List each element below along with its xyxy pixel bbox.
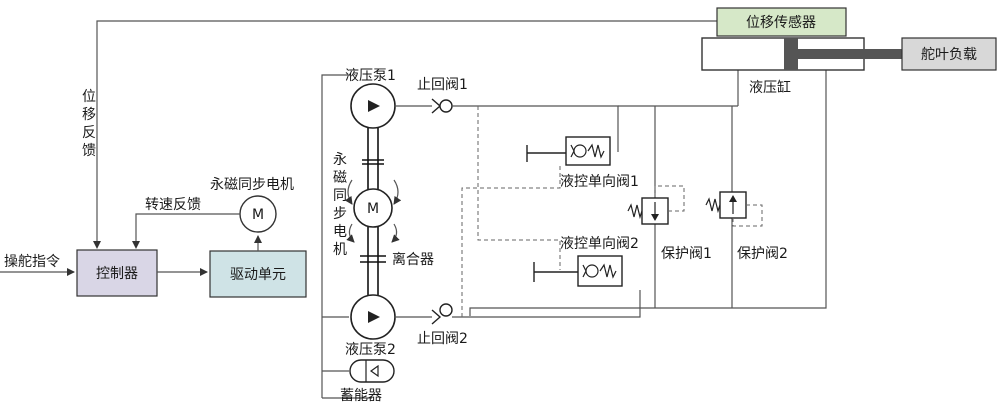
controller-box bbox=[76, 249, 158, 297]
suction-line bbox=[321, 74, 349, 398]
pilot-line-2 bbox=[461, 165, 561, 317]
relief-valve2: 保护阀2 bbox=[705, 191, 788, 262]
displacement-feedback-label: 位 移 反 馈 bbox=[82, 89, 96, 159]
main-lines: 止回阀1 止回阀2 bbox=[395, 70, 827, 347]
check-valve1-label: 止回阀1 bbox=[417, 77, 468, 93]
pmsm-motor-symbol: M bbox=[252, 207, 264, 223]
cylinder-right-port-line bbox=[469, 70, 827, 316]
speed-feedback-line bbox=[135, 213, 240, 247]
motor-icon bbox=[353, 188, 393, 228]
motor-symbol: M bbox=[367, 201, 379, 217]
displacement-sensor-box bbox=[716, 7, 847, 37]
svg-text:同: 同 bbox=[333, 188, 347, 204]
pump2-label: 液压泵2 bbox=[345, 342, 396, 358]
relief-valve1-label: 保护阀1 bbox=[661, 246, 712, 262]
pump-motor-column: 液压泵1 M 永 磁 同 步 电 机 离合器 液压泵2 bbox=[321, 68, 434, 404]
pmsm-label: 永磁同步电机 bbox=[210, 177, 294, 193]
drive-unit-label: 驱动单元 bbox=[230, 267, 286, 283]
lower-rail bbox=[452, 290, 641, 318]
rudder-load-box bbox=[901, 37, 997, 71]
pilot-check-valve1-label: 液控单向阀1 bbox=[560, 174, 639, 190]
actuator-section: 位移传感器 液压缸 舵叶负载 bbox=[701, 7, 997, 96]
relief-valve2-label: 保护阀2 bbox=[737, 246, 788, 262]
cylinder-label: 液压缸 bbox=[749, 79, 791, 96]
relief-valve1: 保护阀1 bbox=[627, 185, 712, 262]
rudder-load-label: 舵叶负载 bbox=[921, 47, 977, 63]
control-section: 操舵指令 控制器 驱动单元 M 永磁同步电机 转速反馈 位 移 反 馈 bbox=[0, 20, 717, 298]
motor-vertical-label: 永 磁 同 步 电 机 bbox=[333, 152, 347, 258]
pump1-label: 液压泵1 bbox=[345, 68, 396, 84]
displacement-sensor-label: 位移传感器 bbox=[746, 14, 816, 31]
cylinder-piston bbox=[784, 38, 798, 70]
svg-text:移: 移 bbox=[82, 107, 96, 123]
cylinder-rod bbox=[798, 49, 902, 59]
rotation-arrow-left-lower bbox=[346, 223, 355, 243]
speed-feedback-label: 转速反馈 bbox=[145, 197, 201, 213]
svg-text:反: 反 bbox=[82, 125, 96, 141]
rotation-arrow-right-upper bbox=[393, 179, 402, 205]
pilot-check-valve1: 液控单向阀1 bbox=[526, 136, 639, 190]
displacement-feedback-line bbox=[96, 20, 717, 247]
svg-text:磁: 磁 bbox=[333, 170, 347, 186]
svg-text:电: 电 bbox=[333, 224, 347, 240]
rotation-arrow-left-upper bbox=[344, 179, 353, 205]
pilot-check-valve2: 液控单向阀2 bbox=[533, 236, 639, 287]
svg-text:永: 永 bbox=[333, 152, 347, 168]
check-valve1-icon bbox=[431, 98, 453, 114]
pilot-line-1 bbox=[477, 106, 561, 270]
clutch-label: 离合器 bbox=[392, 251, 434, 268]
accumulator-label: 蓄能器 bbox=[340, 388, 382, 404]
displacement-feedback-arrowhead bbox=[93, 241, 101, 249]
svg-text:步: 步 bbox=[333, 206, 347, 222]
check-valve2-label: 止回阀2 bbox=[417, 331, 468, 347]
svg-text:机: 机 bbox=[333, 242, 347, 258]
controller-label: 控制器 bbox=[96, 266, 138, 282]
pilot-check-valve2-label: 液控单向阀2 bbox=[560, 236, 639, 252]
input-command-label: 操舵指令 bbox=[4, 254, 60, 270]
check-valve2-icon bbox=[431, 303, 453, 325]
rotation-arrow-right-lower bbox=[391, 223, 400, 243]
svg-text:馈: 馈 bbox=[82, 143, 96, 159]
svg-text:位: 位 bbox=[82, 89, 96, 105]
speed-feedback-arrowhead bbox=[132, 241, 140, 249]
